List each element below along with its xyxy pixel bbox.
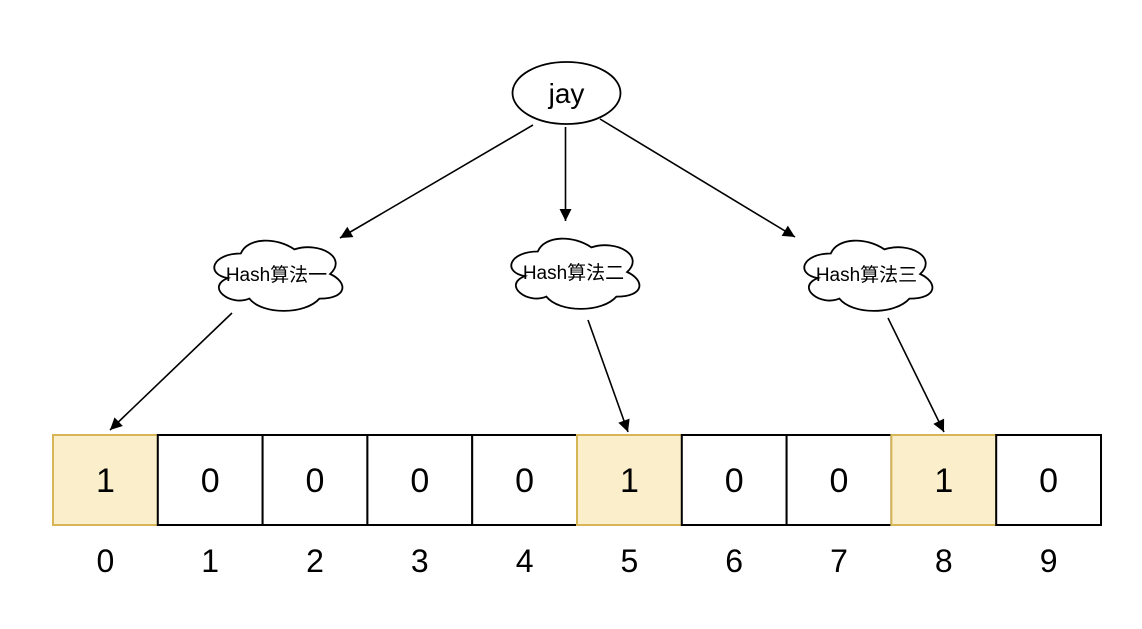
hash-function-label-2: Hash算法二: [523, 262, 624, 284]
bit-cell-box-2: [261, 434, 369, 526]
bit-cell-value: 0: [1039, 462, 1058, 500]
bit-array: 1 0 0 1 0 2 0 3 0 4: [52, 434, 1103, 579]
bit-cell-value: 1: [934, 462, 953, 500]
edge-input-to-hash1: [339, 124, 534, 239]
bit-cell: 0 6: [680, 434, 788, 579]
edge-hash2-to-bit5: [587, 319, 630, 433]
bit-cell-box-0: [52, 434, 159, 526]
bit-cell-value: 0: [515, 462, 534, 500]
bit-cell-box-1: [156, 434, 264, 526]
edge-hash1-to-bit0: [109, 312, 233, 431]
bit-cell: 0 9: [995, 434, 1103, 579]
bit-cell: 0 3: [366, 434, 474, 579]
bit-cell-value: 0: [201, 462, 220, 500]
bit-cell-index: 8: [935, 543, 953, 579]
hash-function-label-1: Hash算法一: [226, 264, 327, 286]
hash-function-node-1: Hash算法一: [213, 239, 344, 312]
input-node: jay: [511, 61, 622, 125]
bit-cell: 1 0: [52, 434, 159, 579]
bit-cell-index: 2: [306, 543, 324, 579]
bit-cell-value: 0: [410, 462, 429, 500]
hash-function-label-3: Hash算法三: [816, 264, 917, 286]
bit-cell-box-3: [366, 434, 474, 526]
bit-cell-index: 0: [97, 543, 115, 579]
bit-cell-box-9: [995, 434, 1103, 526]
hash-function-node-2: Hash算法二: [510, 237, 641, 310]
bit-cell-index: 5: [621, 543, 639, 579]
bit-cell-value: 0: [830, 462, 849, 500]
input-node-ellipse: [511, 61, 622, 125]
bit-cell-box-5: [576, 434, 683, 526]
bit-cell: 1 8: [890, 434, 998, 579]
bit-cell-index: 3: [411, 543, 429, 579]
bit-cell: 0 1: [156, 434, 264, 579]
bit-cell: 1 5: [576, 434, 683, 579]
bit-cell-value: 0: [306, 462, 325, 500]
bit-cell-index: 1: [201, 543, 219, 579]
input-node-label: jay: [548, 78, 585, 109]
bit-cell-box-8: [890, 434, 998, 526]
bit-cell-index: 9: [1040, 543, 1058, 579]
edge-hash3-to-bit8: [887, 317, 945, 433]
bit-cell: 0 7: [785, 434, 893, 579]
bit-cell-value: 0: [725, 462, 744, 500]
hash-function-node-3: Hash算法三: [803, 239, 934, 312]
bit-cell-index: 4: [516, 543, 534, 579]
bit-cell-value: 1: [96, 462, 115, 500]
bit-cell-index: 7: [830, 543, 848, 579]
bit-cell-index: 6: [725, 543, 743, 579]
bit-cell: 0 4: [471, 434, 579, 579]
bit-cell-value: 1: [620, 462, 639, 500]
edge-input-to-hash3: [599, 118, 796, 238]
bit-cell: 0 2: [261, 434, 369, 579]
